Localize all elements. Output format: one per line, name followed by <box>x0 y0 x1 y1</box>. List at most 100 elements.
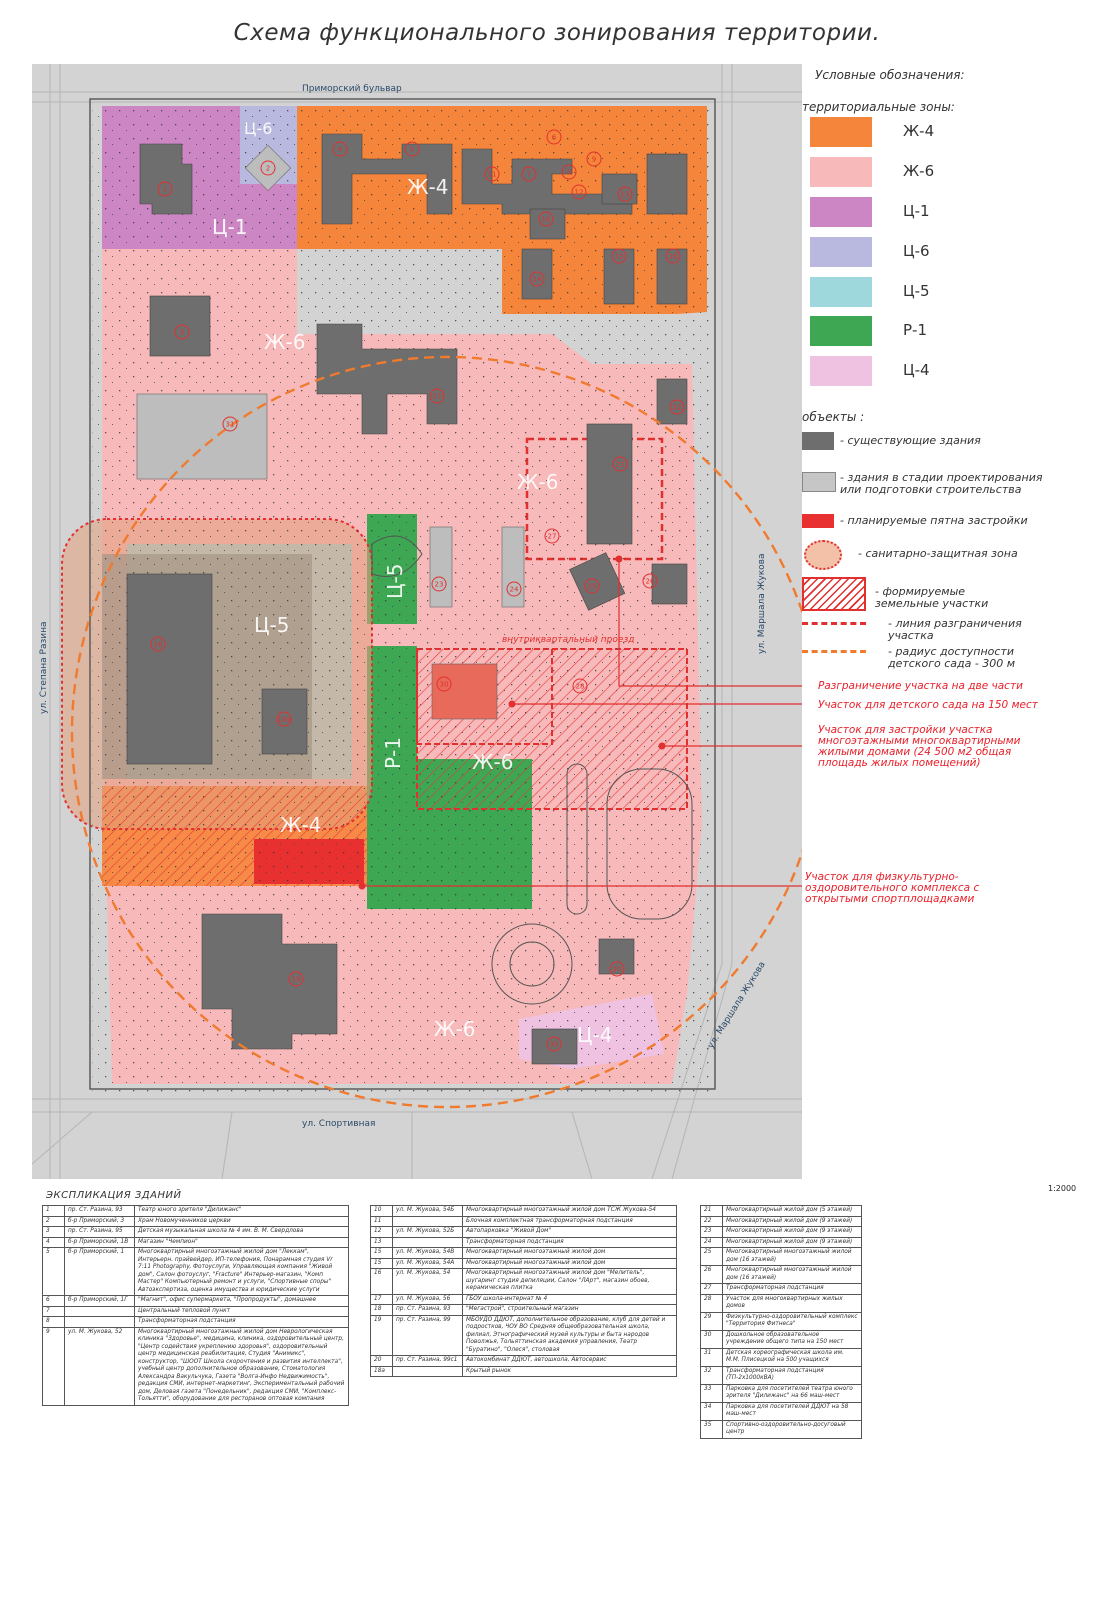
building-number-circle <box>484 166 500 182</box>
building-19 <box>201 913 338 1050</box>
row-description: Многоквартирный многоэтажный жилой дом "… <box>462 1268 677 1295</box>
legend-label-r1: Р-1 <box>903 321 928 339</box>
row-address: б-р Приморский, 3 <box>64 1215 135 1227</box>
row-address: ул. М. Жукова, 54Б <box>392 1205 463 1217</box>
explication-heading: ЭКСПЛИКАЦИЯ ЗДАНИЙ <box>46 1190 182 1201</box>
row-number: 21 <box>700 1205 723 1217</box>
row-number: 33 <box>700 1383 723 1403</box>
row-number: 26 <box>700 1265 723 1284</box>
building-1 <box>139 143 193 215</box>
legend-label-zh6: Ж-6 <box>903 162 935 180</box>
row-address <box>392 1236 463 1248</box>
building-number: 19 <box>292 976 301 984</box>
building-number-circle <box>304 848 320 864</box>
building-18 <box>126 573 213 765</box>
zone-label-c6: Ц-6 <box>244 119 272 138</box>
row-description: Многоквартирный многоэтажный жилой дом "… <box>134 1247 349 1296</box>
row-number: 2 <box>42 1215 65 1227</box>
building-number: 30 <box>440 681 449 689</box>
map-scale: 1:2000 <box>1048 1184 1077 1193</box>
legend-icon-existing-building <box>802 432 834 450</box>
row-number: 18 <box>370 1304 393 1316</box>
building-6-9 <box>461 148 633 215</box>
legend-zones-heading: территориальные зоны: <box>802 100 955 114</box>
building-number: 18 <box>154 641 163 649</box>
building-number: 18а <box>277 716 290 724</box>
annotation-housing: Участок для застройки участка многоэтажн… <box>818 724 1021 769</box>
row-description: "Мегастрой", строительный магазин <box>462 1304 677 1316</box>
row-description: Многоквартирный жилой дом (9 этажей) <box>722 1236 862 1248</box>
row-address: пр. Ст. Разина, 95 <box>64 1226 135 1238</box>
building-26 <box>651 563 688 605</box>
building-number: 3 <box>180 329 184 337</box>
row-description: Центральный тепловой пункт <box>134 1305 349 1317</box>
legend-icon-projected-building <box>802 472 836 492</box>
building-number: 10 <box>542 216 551 224</box>
row-number: 3 <box>42 1226 65 1238</box>
row-description: Дошкольное образовательное учреждение об… <box>722 1329 862 1349</box>
row-address <box>64 1305 135 1317</box>
row-number: 12 <box>370 1226 393 1238</box>
row-number: 31 <box>700 1347 723 1367</box>
row-description: Многоквартирный многоэтажный жилой дом Н… <box>134 1326 349 1406</box>
row-number: 20 <box>370 1355 393 1367</box>
row-address: ул. М. Жукова, 56 <box>392 1293 463 1305</box>
building-number-circle <box>431 576 447 592</box>
zone-label-zh6-nw: Ж-6 <box>264 330 305 354</box>
legend-swatch-c1 <box>810 197 872 227</box>
kindergarten-radius <box>70 355 802 1109</box>
building-number: 1 <box>163 186 167 194</box>
row-address <box>392 1365 463 1377</box>
building-number: 31 <box>226 421 235 429</box>
zoning-map: Приморский бульвар ул. Степана Разина ул… <box>32 64 802 1179</box>
row-address: ул. М. Жукова, 54 <box>392 1268 463 1295</box>
legend-icon-sanitary <box>804 540 842 570</box>
legend-swatch-c6 <box>810 237 872 267</box>
row-address: ул. М. Жукова, 52Б <box>392 1226 463 1238</box>
building-number: 5 <box>410 146 414 154</box>
building-3 <box>149 295 211 357</box>
building-number-circle <box>222 416 238 432</box>
building-number-circle <box>669 399 685 415</box>
zone-label-zh6-s: Ж-6 <box>434 1017 475 1041</box>
legend-label-existing: - существующие здания <box>840 434 981 447</box>
row-description: Многоквартирный жилой дом (9 этажей) <box>722 1226 862 1238</box>
building-number-circle <box>571 184 587 200</box>
row-description: Парковка для посетителей ДДЮТ на 58 маш-… <box>722 1401 862 1421</box>
legend-icon-radius <box>802 650 866 653</box>
row-description: Многоквартирный многоэтажный жилой дом Т… <box>462 1205 677 1217</box>
building-number: 16 <box>669 253 678 261</box>
building-number: 20 <box>613 966 622 974</box>
legend-objects-heading: объекты : <box>802 410 865 424</box>
building-number-circle <box>544 528 560 544</box>
row-number: 30 <box>700 1329 723 1349</box>
zone-label-zh6-ne: Ж-6 <box>517 470 558 494</box>
building-number: 15 <box>615 253 624 261</box>
building-number-circle <box>665 248 681 264</box>
building-number: 27 <box>548 533 557 541</box>
building-21 <box>586 423 633 545</box>
row-number: 6 <box>42 1295 65 1307</box>
legend-label-radius: - радиус доступности детского сада - 300… <box>888 645 1016 670</box>
building-number-circle <box>546 1036 562 1052</box>
row-description: Многоквартирный многоэтажный жилой дом <box>462 1247 677 1259</box>
row-description: Магазин "Чемпион" <box>134 1236 349 1248</box>
building-number-circle <box>260 160 276 176</box>
row-number: 32 <box>700 1365 723 1385</box>
row-number: 29 <box>700 1311 723 1331</box>
row-address: ул. М. Жукова, 54В <box>392 1247 463 1259</box>
row-description: Физкультурно-оздоровительный комплекс "Т… <box>722 1311 862 1331</box>
row-description: Участок для многоквартирных жилых домов <box>722 1293 862 1313</box>
building-number-circle <box>521 166 537 182</box>
building-20 <box>598 938 635 975</box>
